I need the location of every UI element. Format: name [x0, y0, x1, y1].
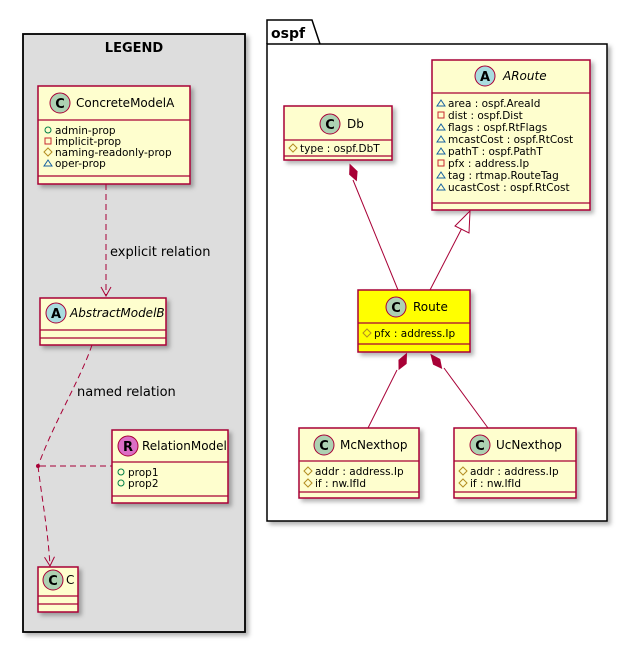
- abstract-glyph-icon: [474, 65, 496, 87]
- edge-label-explicit: explicit relation: [110, 245, 210, 260]
- attribute-list: type : ospf.DbT: [288, 143, 380, 155]
- class-glyph-letter: A: [480, 70, 490, 85]
- visibility-public-icon: [44, 126, 52, 134]
- edge-inheritance: [429, 209, 471, 291]
- composition-diamond-icon: [398, 352, 408, 371]
- class-glyph-icon: [42, 569, 64, 591]
- class-glyph-letter: R: [123, 440, 133, 455]
- visibility-package-icon: [436, 99, 446, 107]
- visibility-protected-icon: [303, 466, 313, 476]
- class-abstract-model-b[interactable]: A AbstractModelB: [39, 297, 167, 346]
- attribute-list: admin-propimplicit-propnaming-readonly-p…: [43, 125, 172, 170]
- attribute-text: pathT : ospf.PathT: [448, 146, 543, 158]
- class-name: UcNexthop: [496, 438, 562, 452]
- attribute-text: addr : address.Ip: [315, 466, 404, 478]
- association-point: [36, 464, 40, 468]
- composition-diamond-icon: [349, 163, 358, 182]
- visibility-package-icon: [436, 147, 446, 155]
- class-glyph-letter: A: [51, 307, 61, 322]
- class-name: RelationModel: [142, 439, 227, 453]
- visibility-protected-icon: [362, 328, 372, 338]
- attribute-text: pfx : address.Ip: [374, 328, 455, 340]
- class-glyph-letter: C: [48, 574, 58, 589]
- attribute-text: oper-prop: [55, 158, 106, 170]
- class-glyph-icon: [49, 92, 71, 114]
- visibility-package-icon: [436, 123, 446, 131]
- class-name: ARoute: [502, 69, 547, 83]
- relation-glyph-icon: [117, 435, 139, 457]
- visibility-package-icon: [43, 159, 53, 167]
- attribute-text: if : nw.IfId: [315, 478, 366, 490]
- class-glyph-icon: [469, 434, 491, 456]
- composition-diamond-icon: [430, 353, 443, 369]
- abstract-glyph-icon: [45, 302, 67, 324]
- attribute-text: implicit-prop: [55, 136, 121, 148]
- visibility-protected-icon: [458, 478, 468, 488]
- visibility-private-icon: [437, 159, 445, 167]
- class-name: McNexthop: [340, 438, 407, 452]
- edge-composition-mcnexthop: [367, 352, 408, 429]
- attribute-text: admin-prop: [55, 125, 116, 137]
- class-name: C: [66, 573, 74, 587]
- attribute-text: prop1: [128, 467, 159, 479]
- visibility-package-icon: [436, 183, 446, 191]
- class-c[interactable]: C C: [37, 566, 79, 613]
- class-glyph-letter: C: [319, 439, 329, 454]
- attribute-list: pfx : address.Ip: [362, 328, 455, 340]
- class-name: ConcreteModelA: [76, 96, 175, 110]
- attribute-text: mcastCost : ospf.RtCost: [448, 134, 573, 146]
- attribute-text: dist : ospf.Dist: [448, 110, 523, 122]
- attribute-text: area : ospf.AreaId: [448, 98, 540, 110]
- class-db[interactable]: C Db type : ospf.DbT: [283, 105, 393, 161]
- visibility-protected-icon: [288, 143, 298, 153]
- class-name: Route: [413, 300, 448, 314]
- visibility-protected-icon: [303, 478, 313, 488]
- attribute-text: addr : address.Ip: [470, 466, 559, 478]
- visibility-package-icon: [436, 135, 446, 143]
- attribute-text: tag : rtmap.RouteTag: [448, 170, 559, 182]
- attribute-text: if : nw.IfId: [470, 478, 521, 490]
- edge-composition-db-route: [349, 163, 399, 291]
- edge-composition-ucnexthop: [430, 353, 489, 429]
- legend-title: LEGEND: [105, 41, 164, 56]
- attribute-text: flags : ospf.RtFlags: [448, 122, 547, 134]
- visibility-public-icon: [117, 468, 125, 476]
- attribute-text: type : ospf.DbT: [300, 143, 380, 155]
- inheritance-arrow-icon: [454, 209, 471, 234]
- attribute-text: pfx : address.Ip: [448, 158, 529, 170]
- edge-label-named: named relation: [77, 385, 176, 400]
- class-glyph-icon: [385, 296, 407, 318]
- class-glyph-icon: [319, 113, 341, 135]
- visibility-protected-icon: [458, 466, 468, 476]
- visibility-protected-icon: [43, 147, 53, 157]
- visibility-private-icon: [44, 137, 52, 145]
- class-glyph-letter: C: [475, 439, 485, 454]
- visibility-package-icon: [436, 171, 446, 179]
- class-glyph-icon: [313, 434, 335, 456]
- class-name: AbstractModelB: [69, 306, 165, 320]
- attribute-text: naming-readonly-prop: [55, 147, 172, 159]
- attribute-text: ucastCost : ospf.RtCost: [448, 182, 570, 194]
- visibility-private-icon: [437, 111, 445, 119]
- visibility-public-icon: [117, 479, 125, 487]
- attribute-text: prop2: [128, 478, 159, 490]
- class-glyph-letter: C: [55, 97, 65, 112]
- class-name: Db: [347, 117, 364, 131]
- class-glyph-letter: C: [325, 118, 335, 133]
- edge-explicit-relation: explicit relation: [100, 184, 210, 298]
- package-title: ospf: [271, 26, 306, 42]
- edge-named-relation: named relation: [36, 344, 176, 568]
- class-glyph-letter: C: [391, 301, 401, 316]
- class-concrete-model-a[interactable]: C ConcreteModelA admin-propimplicit-prop…: [37, 85, 191, 185]
- class-route[interactable]: C Route pfx : address.Ip: [357, 289, 471, 353]
